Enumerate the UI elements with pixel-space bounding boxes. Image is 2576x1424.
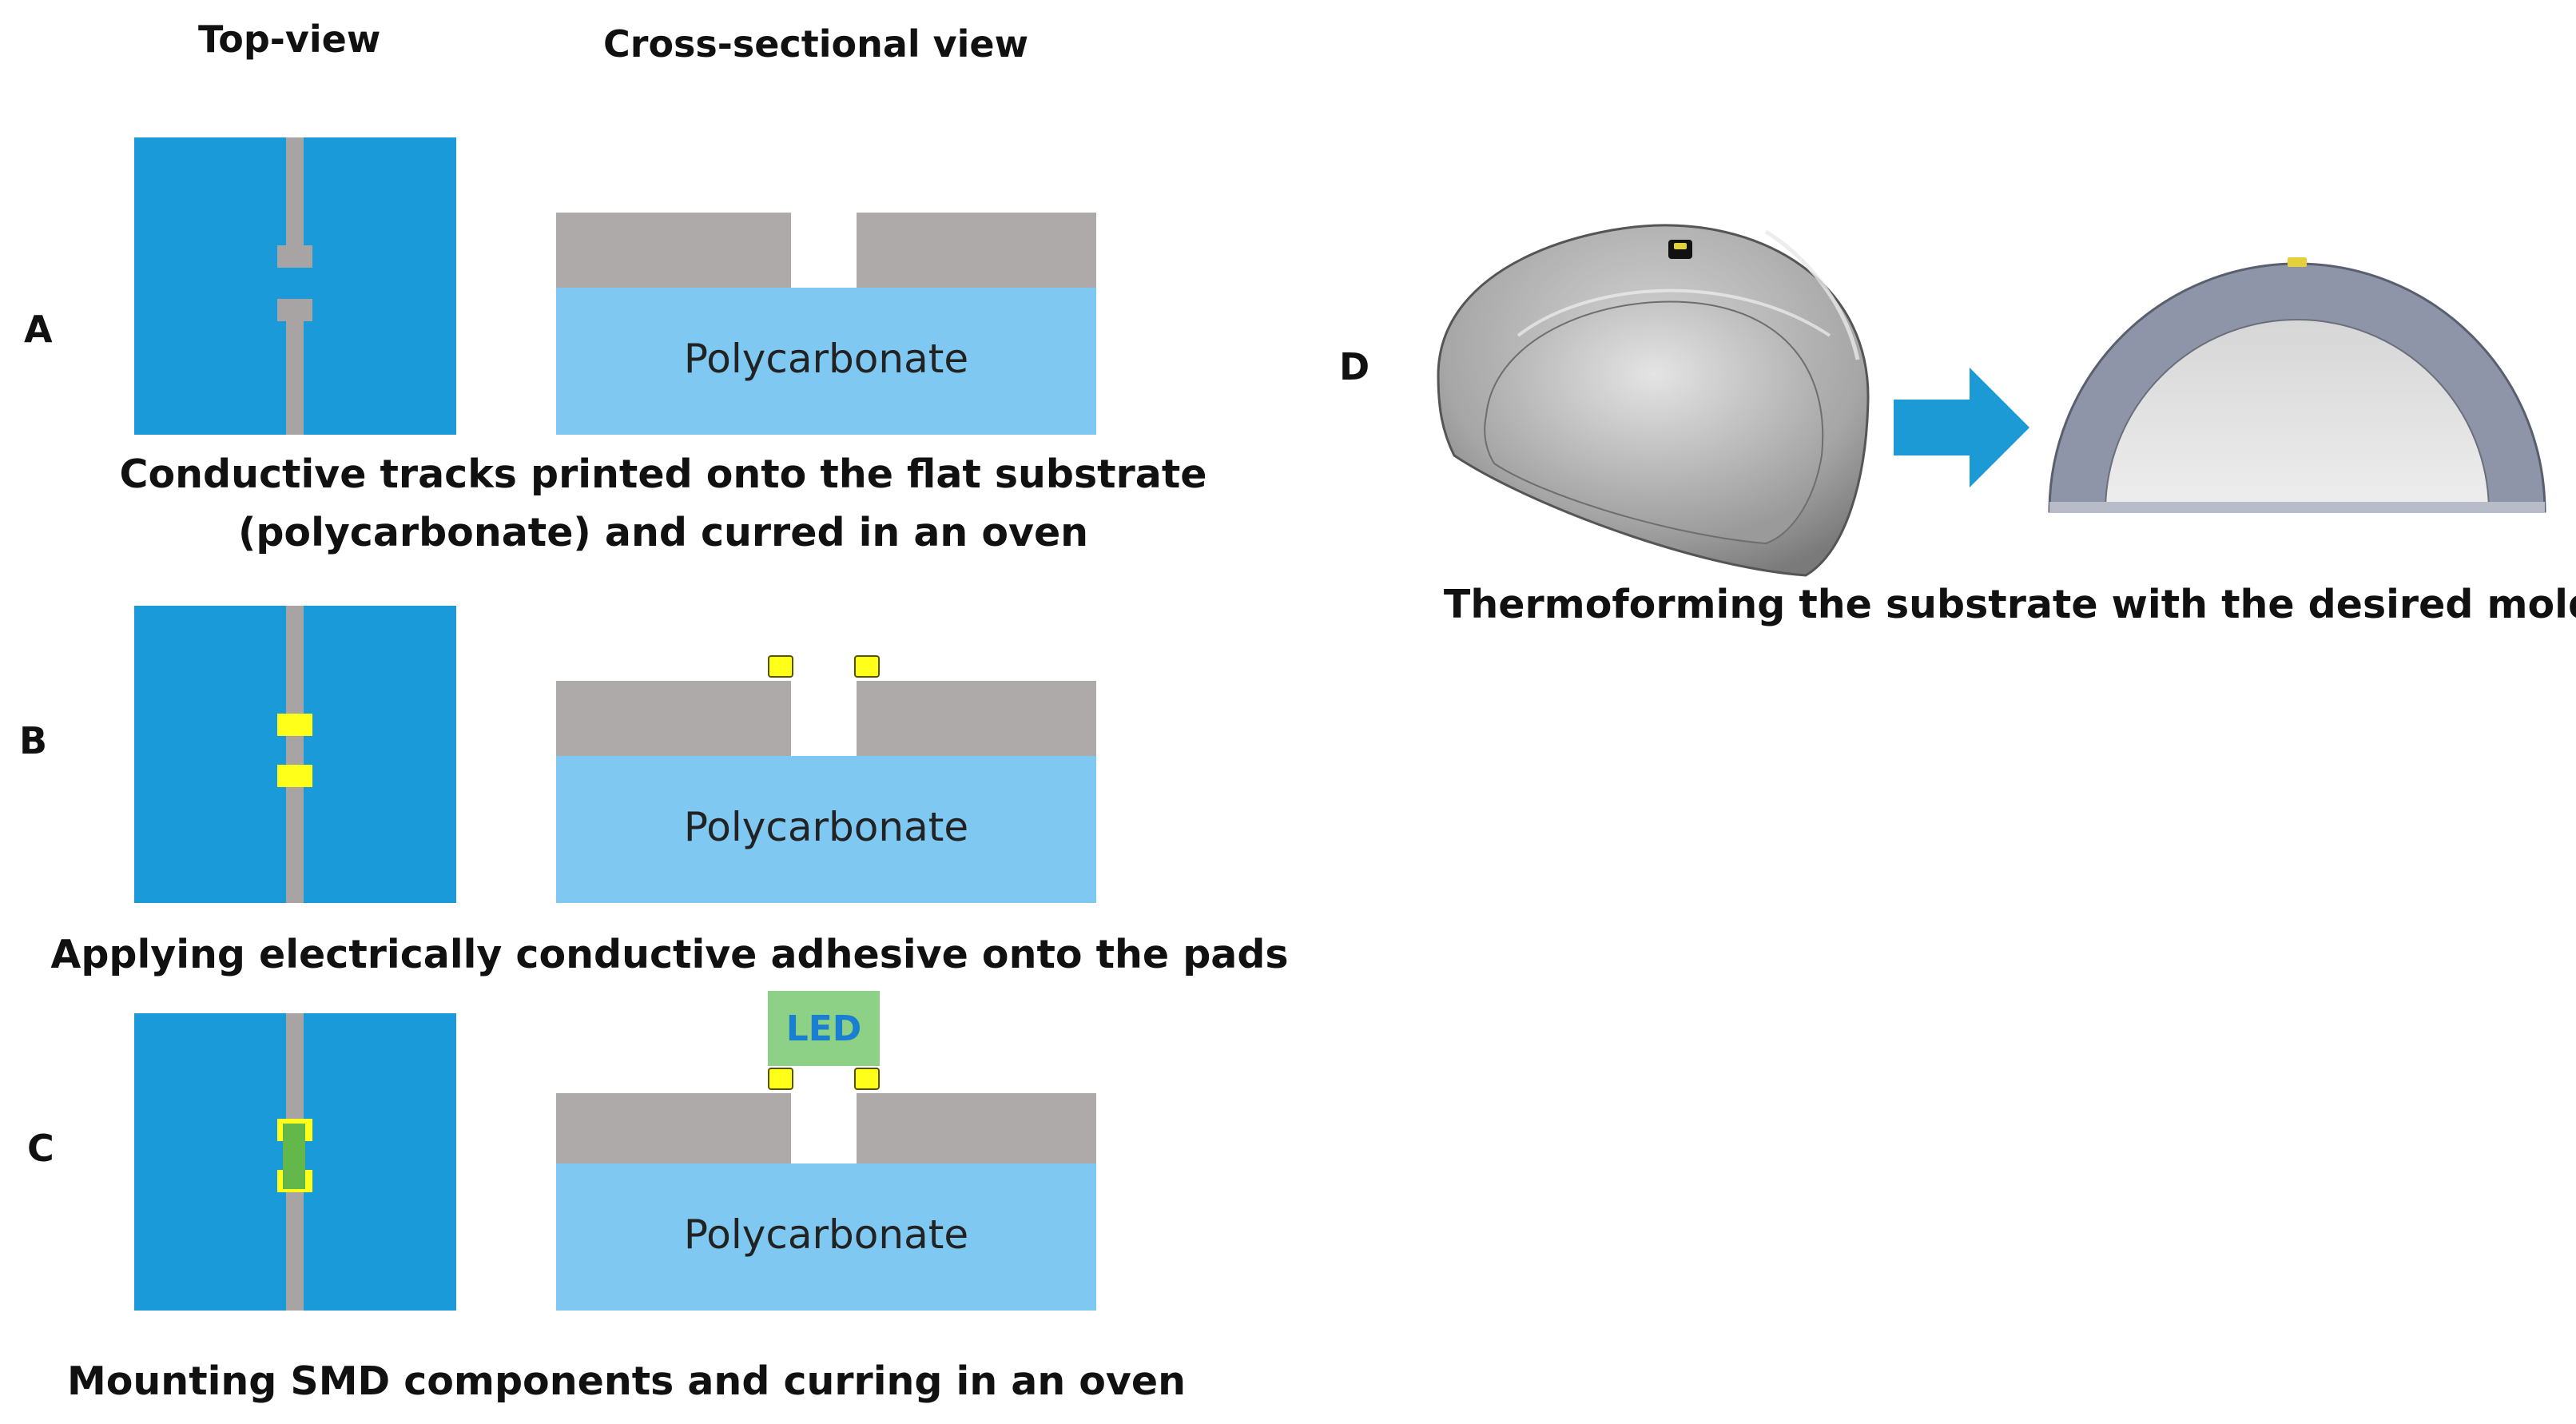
- row-b-polycarbonate: Polycarbonate: [556, 756, 1096, 903]
- row-a-caption-line2: (polycarbonate) and curred in an oven: [237, 510, 1089, 555]
- row-c-letter: C: [27, 1127, 54, 1170]
- row-b-letter: B: [19, 719, 48, 762]
- row-b-adhesive-dot-left: [768, 655, 793, 678]
- panel-d-caption: Thermoforming the substrate with the des…: [1443, 582, 2576, 627]
- row-c-polycarbonate: Polycarbonate: [556, 1163, 1096, 1311]
- row-c-adhesive-dot-left: [768, 1068, 793, 1090]
- top-view-header: Top-view: [198, 18, 381, 61]
- transparent-dome-illustration: [1437, 224, 1870, 577]
- row-a-letter: A: [24, 308, 53, 351]
- row-c-top-view: [134, 1013, 456, 1311]
- row-a-cross-section: Polycarbonate: [556, 213, 1096, 435]
- row-a-caption-line1: Conductive tracks printed onto the flat …: [119, 451, 1207, 497]
- row-c-cross-section: LED Polycarbonate: [556, 991, 1096, 1311]
- row-c-track-right: [857, 1093, 1096, 1168]
- row-b-polycarbonate-label: Polycarbonate: [683, 804, 969, 850]
- row-b-top-view: [134, 606, 456, 903]
- row-a-polycarbonate: Polycarbonate: [556, 288, 1096, 435]
- panel-d-letter: D: [1339, 345, 1370, 388]
- row-a-pad-lower: [277, 299, 312, 321]
- row-b-cross-section: Polycarbonate: [556, 655, 1096, 903]
- row-a-track-right: [857, 213, 1096, 288]
- row-b-adhesive-dot-right: [854, 655, 880, 678]
- row-a-polycarbonate-label: Polycarbonate: [683, 336, 969, 382]
- row-c-track-left: [556, 1093, 791, 1168]
- row-a-track-gap: [286, 268, 304, 299]
- row-c-led-top: [283, 1124, 305, 1189]
- row-b-adhesive-lower: [277, 765, 312, 787]
- row-b-track-left: [556, 681, 791, 756]
- row-a-pad-upper: [277, 245, 312, 268]
- row-b-adhesive-upper: [277, 714, 312, 736]
- row-c-adhesive-dot-right: [854, 1068, 880, 1090]
- dome-led-chip-small-icon: [2288, 257, 2307, 267]
- row-c-led-component: LED: [768, 991, 880, 1066]
- row-b-track-top: [286, 606, 304, 903]
- row-a-top-view: [134, 137, 456, 435]
- row-b-caption: Applying electrically conductive adhesiv…: [50, 932, 1289, 977]
- row-c-polycarbonate-label: Polycarbonate: [683, 1211, 969, 1258]
- thermoformed-dome-cross-section: [2048, 257, 2546, 513]
- cross-section-header: Cross-sectional view: [603, 22, 1029, 66]
- row-c-caption: Mounting SMD components and curring in a…: [67, 1358, 1186, 1404]
- row-b-track-right: [857, 681, 1096, 756]
- row-a-track-left: [556, 213, 791, 288]
- process-arrow-icon: [1894, 368, 2029, 487]
